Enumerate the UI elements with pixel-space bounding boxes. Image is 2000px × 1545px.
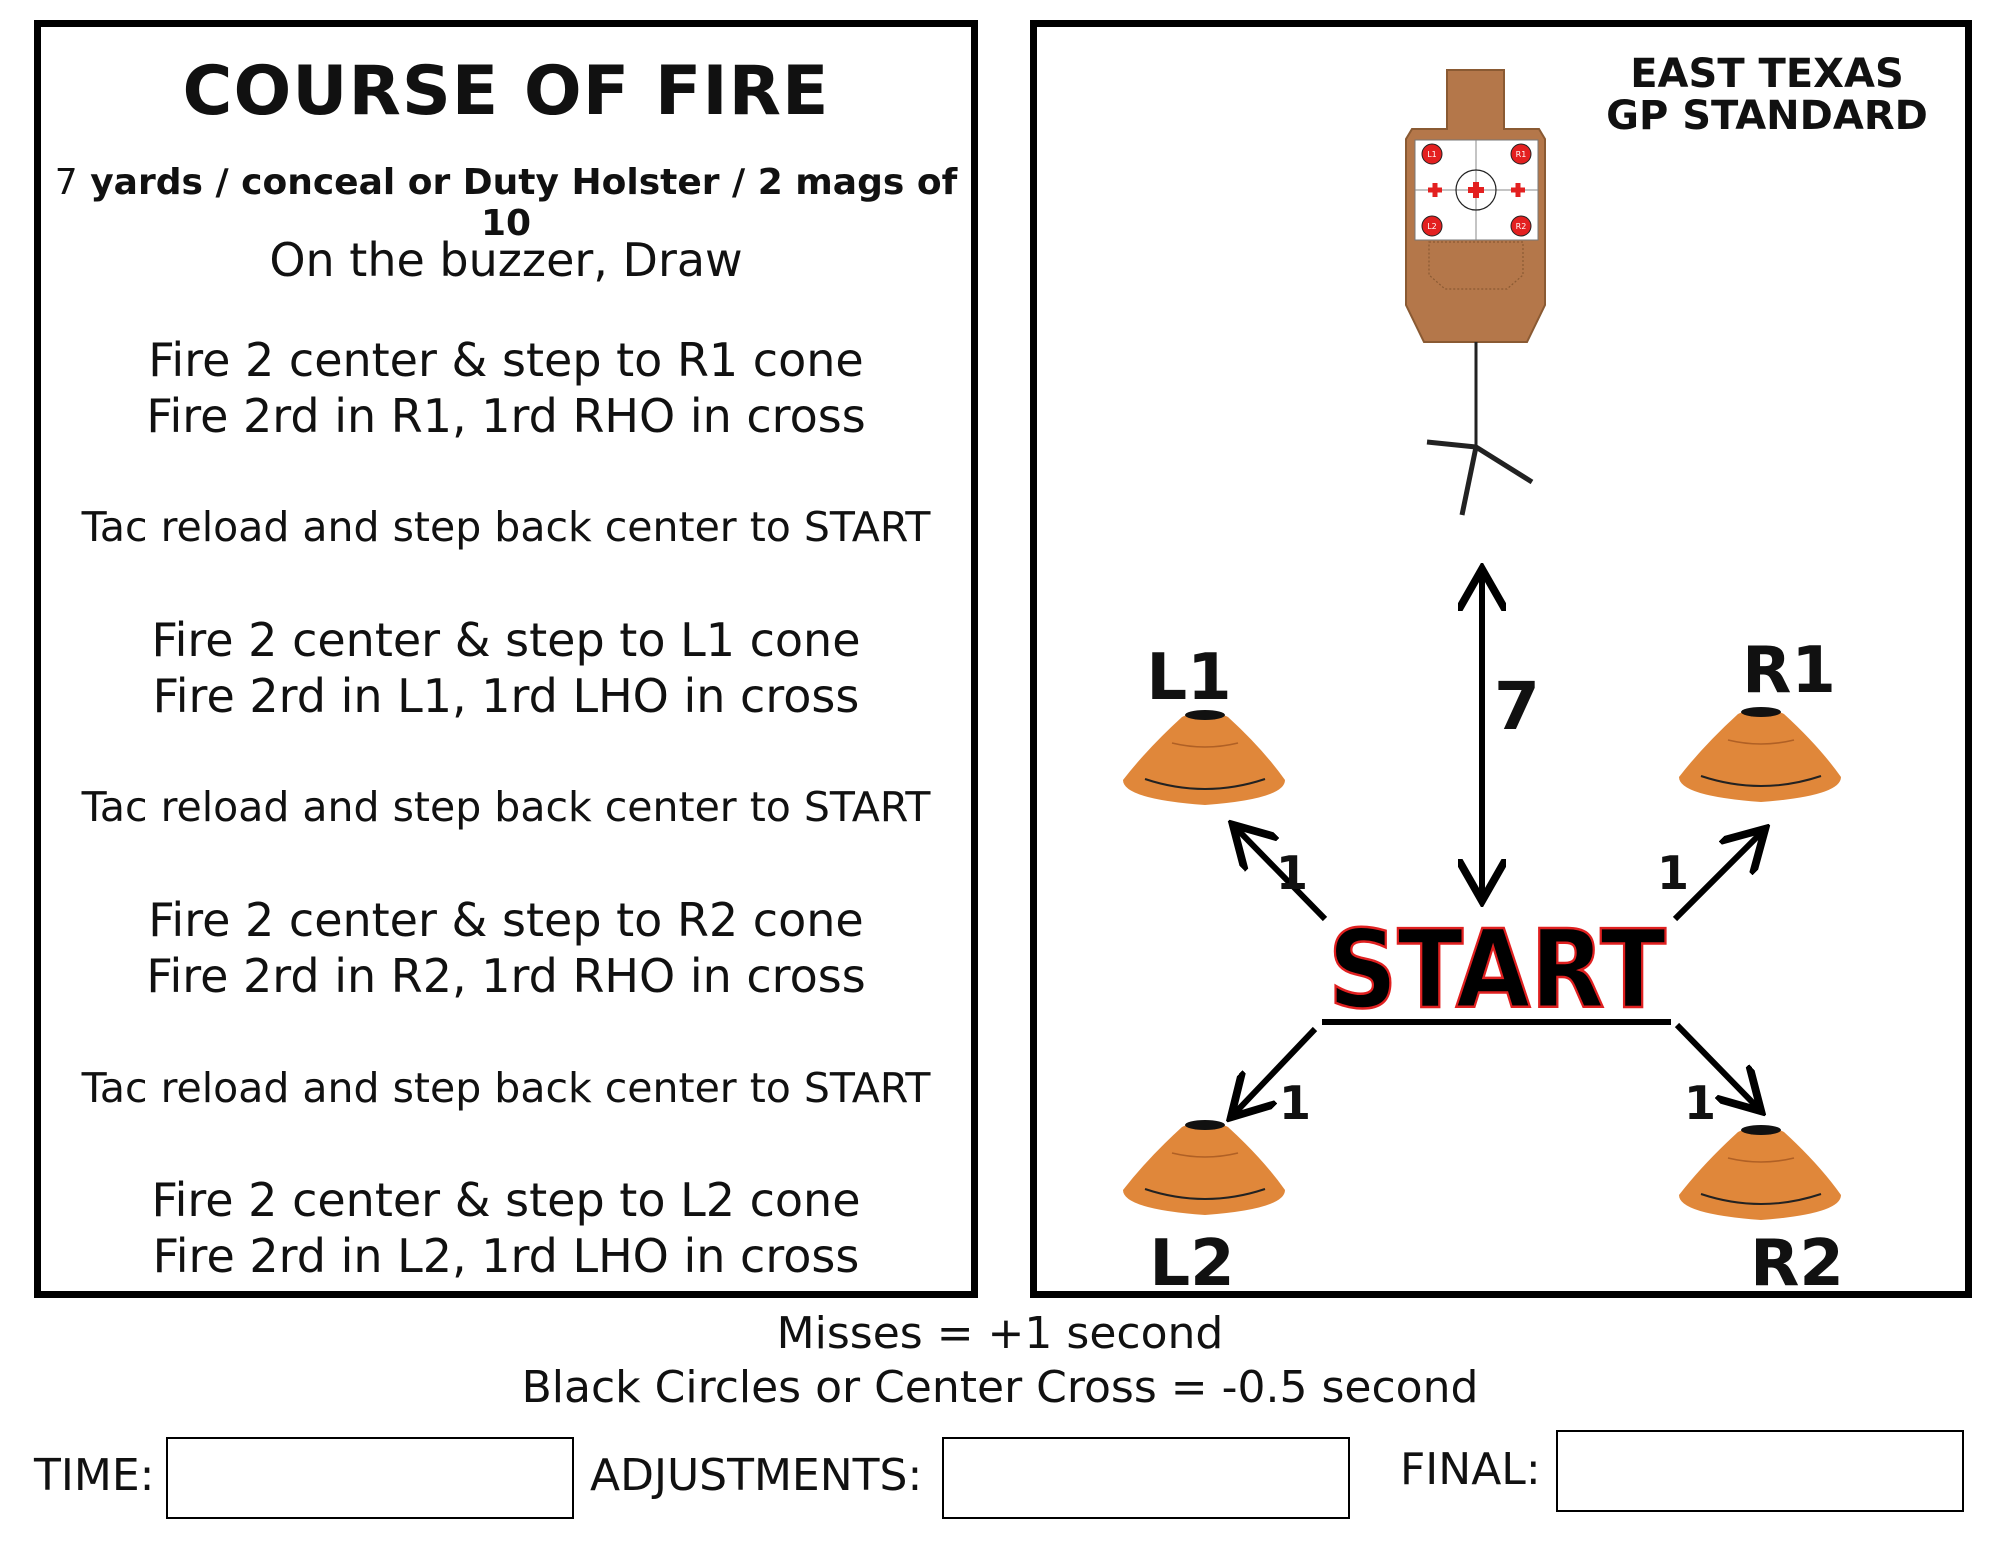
target-icon: L1 R1 L2 R2 (1405, 69, 1546, 516)
reload-instruction-1: Tac reload and step back center to START (81, 503, 931, 551)
adjustments-field[interactable] (942, 1437, 1350, 1519)
step-l2: Fire 2 center & step to L2 cone Fire 2rd… (41, 1172, 971, 1284)
arrow-to-l1 (1237, 829, 1328, 922)
draw-instruction: On the buzzer, Draw (269, 233, 743, 287)
cone-l2-icon (1123, 1120, 1285, 1215)
course-title: COURSE OF FIRE (182, 52, 830, 131)
bonus-rule: Black Circles or Center Cross = -0.5 sec… (521, 1362, 1479, 1413)
step-r2-line1: Fire 2 center & step to R2 cone (148, 893, 864, 947)
reload-instruction-2: Tac reload and step back center to START (81, 783, 931, 831)
adjustments-label: ADJUSTMENTS: (590, 1450, 923, 1501)
target-distance-label: 7 (1494, 668, 1540, 745)
step-l2-line1: Fire 2 center & step to L2 cone (151, 1173, 861, 1227)
distance-label-r2: 1 (1684, 1076, 1716, 1130)
step-r2-line2: Fire 2rd in R2, 1rd RHO in cross (146, 949, 866, 1003)
arrow-to-r1 (1672, 833, 1761, 922)
cone-label-l1: L1 (1146, 641, 1231, 715)
time-label: TIME: (34, 1450, 155, 1501)
target-zone-l1: L1 (1427, 150, 1437, 159)
stage-diagram-panel: EAST TEXAS GP STANDARD L1 R1 L2 R2 (1030, 20, 1972, 1298)
step-r2: Fire 2 center & step to R2 cone Fire 2rd… (41, 892, 971, 1004)
distance-label-l1: 1 (1276, 846, 1308, 900)
final-label: FINAL: (1400, 1444, 1541, 1495)
cone-l1-icon (1123, 710, 1285, 805)
diagram-heading-line1: EAST TEXAS (1630, 51, 1904, 97)
step-l1: Fire 2 center & step to L1 cone Fire 2rd… (41, 612, 971, 724)
misses-rule: Misses = +1 second (776, 1308, 1224, 1359)
start-label: START (1328, 908, 1666, 1033)
cone-label-r1: R1 (1742, 634, 1836, 708)
course-subtitle: 7 yards / conceal or Duty Holster / 2 ma… (41, 162, 971, 244)
time-field[interactable] (166, 1437, 574, 1519)
cone-label-l2: L2 (1149, 1227, 1234, 1291)
step-l2-line2: Fire 2rd in L2, 1rd LHO in cross (152, 1229, 860, 1283)
reload-instruction-3: Tac reload and step back center to START (81, 1064, 931, 1112)
step-l1-line2: Fire 2rd in L1, 1rd LHO in cross (152, 669, 860, 723)
subtitle-details: yards / conceal or Duty Holster / 2 mags… (77, 162, 958, 244)
step-r1: Fire 2 center & step to R1 cone Fire 2rd… (41, 332, 971, 444)
distance-label-l2: 1 (1279, 1076, 1311, 1130)
cone-r2-icon (1679, 1125, 1841, 1220)
subtitle-distance: 7 (54, 162, 78, 203)
arrow-to-l2 (1235, 1026, 1318, 1113)
distance-label-r1: 1 (1657, 846, 1689, 900)
course-of-fire-panel: COURSE OF FIRE 7 yards / conceal or Duty… (34, 20, 978, 1298)
arrow-to-r2 (1674, 1022, 1757, 1107)
step-r1-line2: Fire 2rd in R1, 1rd RHO in cross (146, 389, 866, 443)
target-zone-r1: R1 (1516, 150, 1527, 159)
cone-label-r2: R2 (1750, 1227, 1844, 1291)
cone-r1-icon (1679, 707, 1841, 802)
stage-diagram: EAST TEXAS GP STANDARD L1 R1 L2 R2 (1123, 51, 1928, 1291)
step-l1-line1: Fire 2 center & step to L1 cone (151, 613, 861, 667)
target-zone-l2: L2 (1427, 222, 1437, 231)
final-field[interactable] (1556, 1430, 1964, 1512)
target-zone-r2: R2 (1516, 222, 1527, 231)
diagram-heading-line2: GP STANDARD (1606, 93, 1928, 139)
step-r1-line1: Fire 2 center & step to R1 cone (148, 333, 864, 387)
